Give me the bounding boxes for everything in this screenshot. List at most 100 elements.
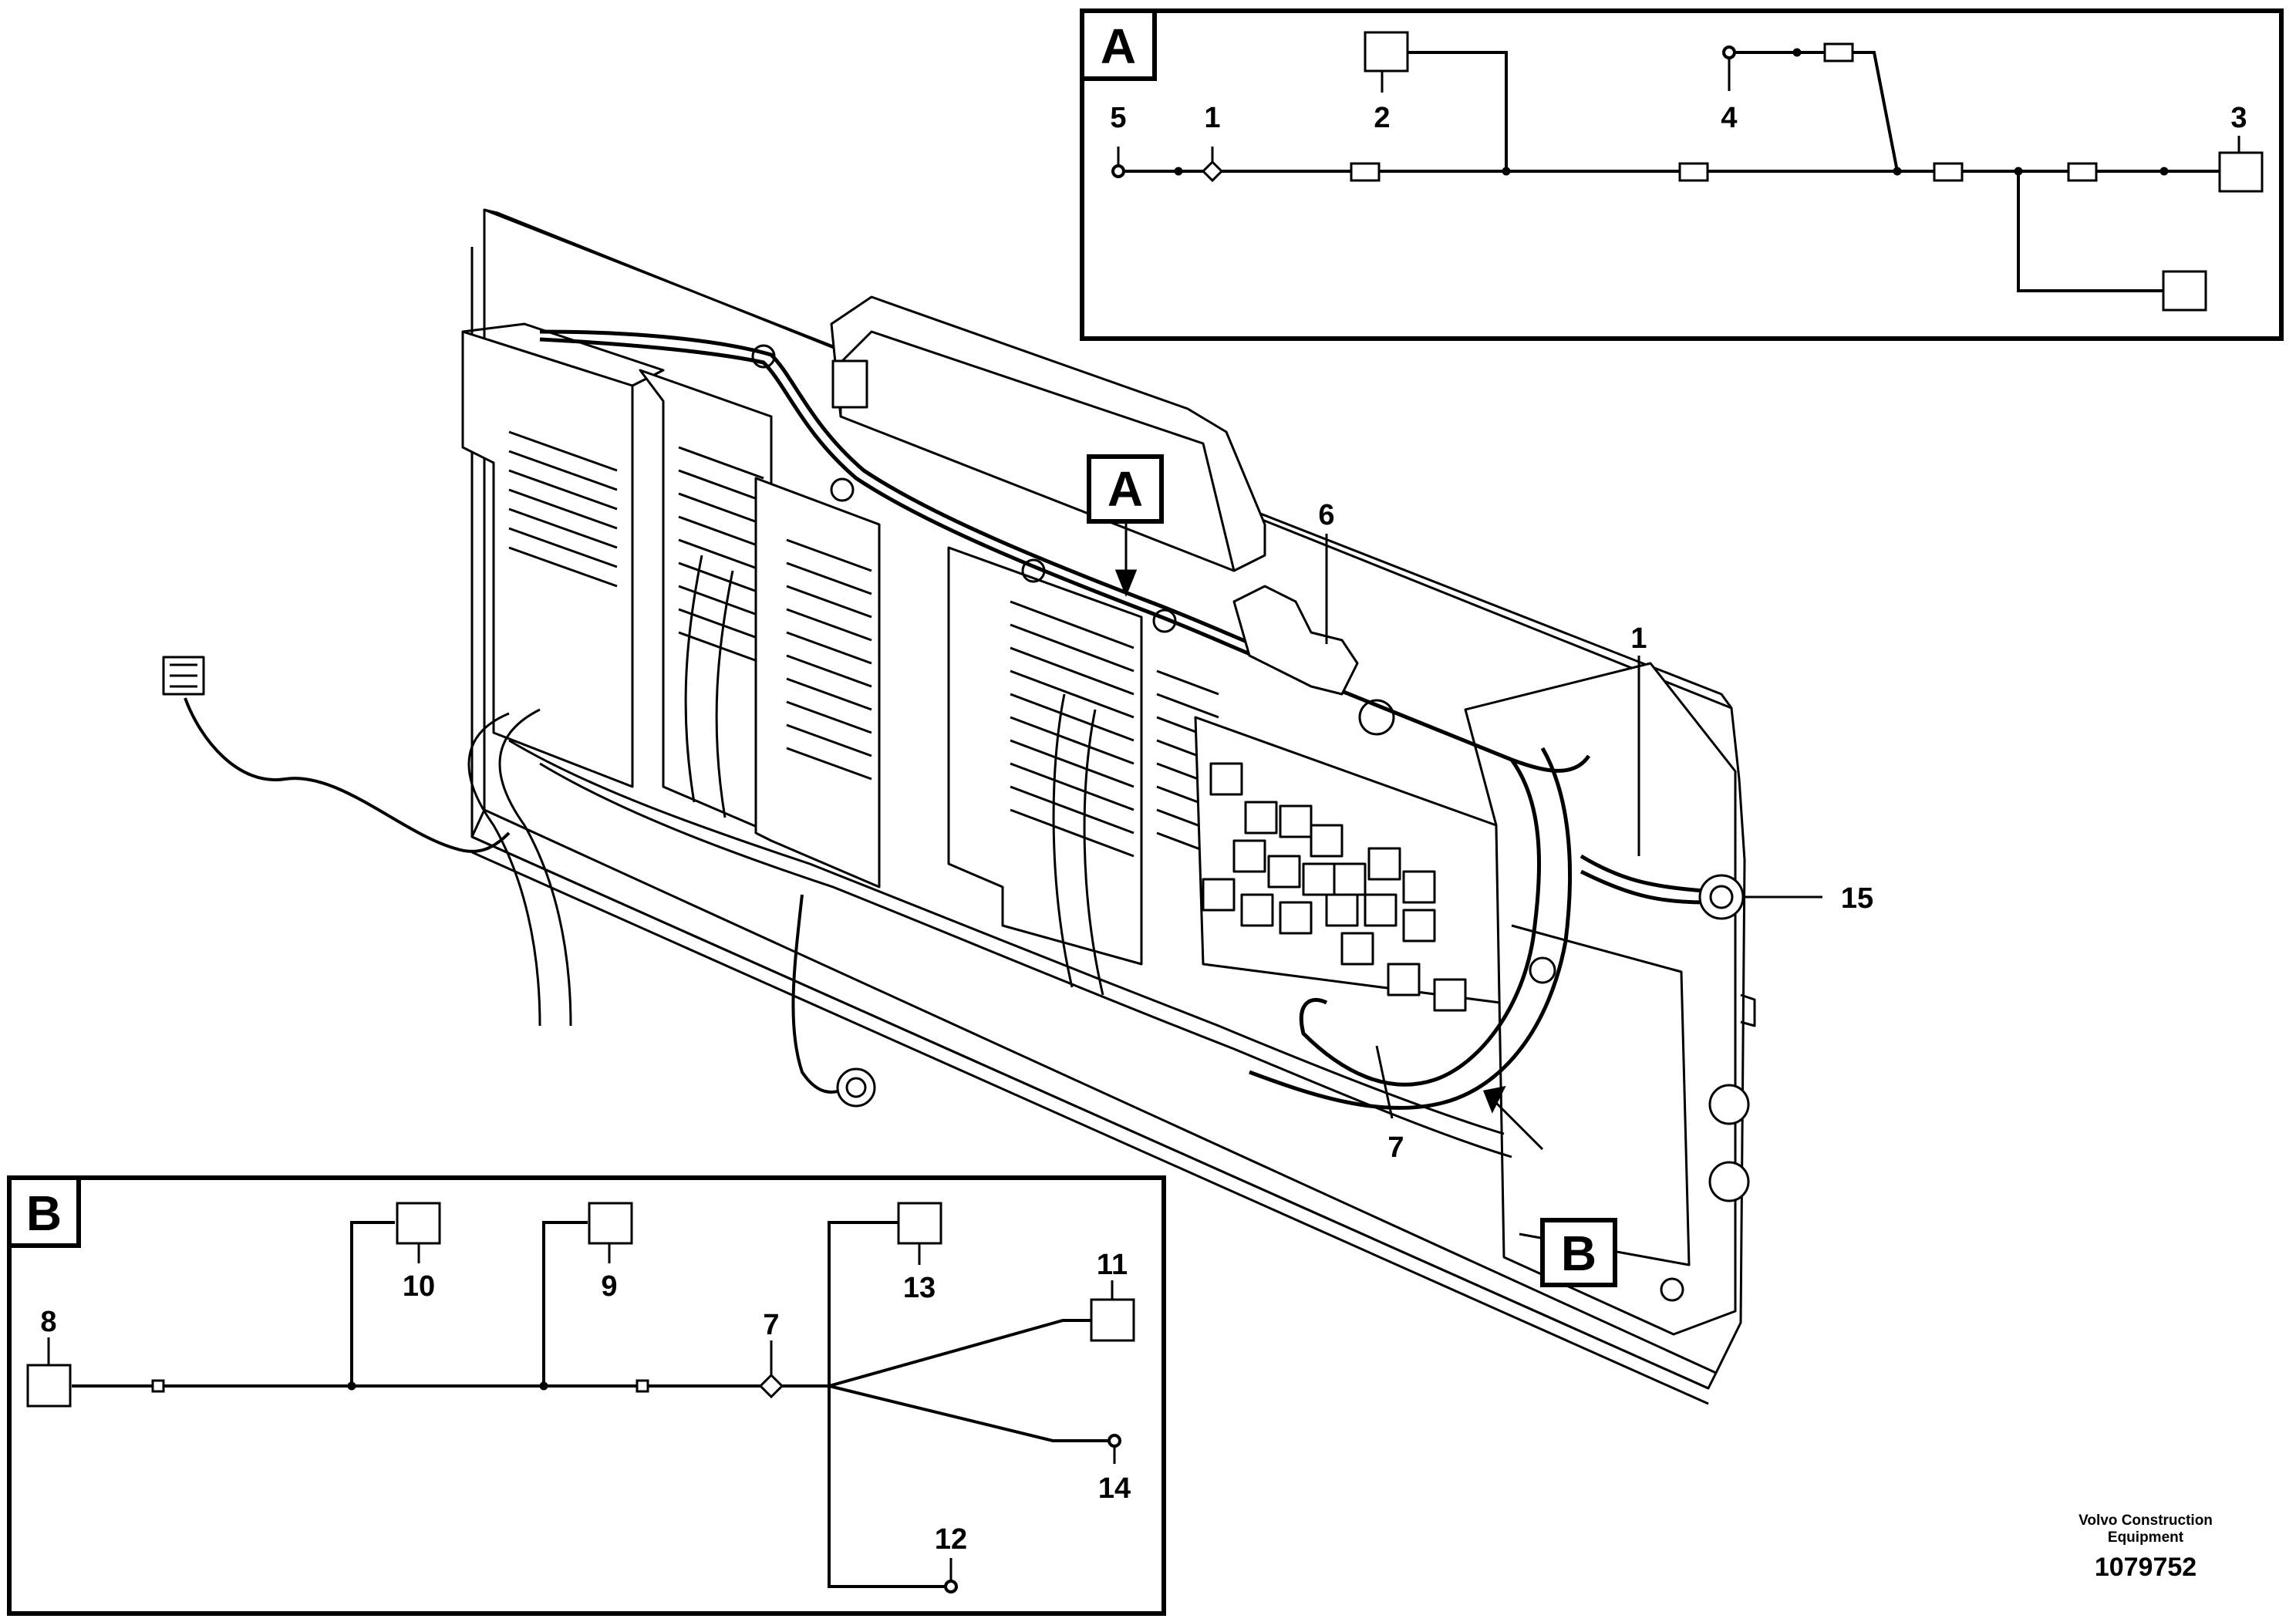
callout-b-10: 10 bbox=[403, 1270, 435, 1303]
detail-b-connector bbox=[636, 1379, 649, 1393]
panel-bottom-rail-2 bbox=[471, 851, 1709, 1405]
relay bbox=[1244, 801, 1278, 835]
detail-a-node bbox=[2159, 167, 2169, 176]
detail-a-connector bbox=[1678, 162, 1709, 182]
drawing-number: 1079752 bbox=[2095, 1553, 2197, 1582]
detail-a-node bbox=[1792, 48, 1802, 57]
detail-a-connector bbox=[1933, 162, 1964, 182]
detail-a-splice-1 bbox=[1201, 160, 1224, 183]
harness-b-route-2 bbox=[1249, 747, 1573, 1110]
pointer-b-line bbox=[1491, 1098, 1544, 1151]
right-side-box bbox=[1464, 662, 1737, 1336]
cab-electrical-panel-assembly bbox=[162, 208, 1756, 1405]
detail-a-connector bbox=[2067, 162, 2098, 182]
middle-module bbox=[754, 477, 881, 889]
detail-a-component-2 bbox=[1364, 31, 1409, 73]
right-module bbox=[947, 546, 1143, 966]
pointer-b-box bbox=[1540, 1218, 1617, 1287]
detail-a-frame bbox=[1080, 8, 2284, 341]
loose-cable-lower bbox=[791, 894, 849, 1094]
pointer-a-tag: A bbox=[1108, 461, 1143, 517]
relay bbox=[1279, 901, 1313, 935]
callout-a-1: 1 bbox=[1204, 102, 1220, 134]
panel-hole bbox=[1660, 1277, 1684, 1302]
detail-a-branch-down bbox=[2017, 171, 2163, 292]
detail-a-tag: A bbox=[1101, 19, 1136, 74]
harness-a-route bbox=[539, 337, 1591, 773]
relay bbox=[1340, 932, 1374, 966]
brand-line-2: Equipment bbox=[2108, 1529, 2184, 1546]
cable-clip bbox=[830, 477, 855, 502]
callout-b-14: 14 bbox=[1098, 1472, 1131, 1505]
vertical-harness bbox=[684, 555, 703, 803]
heat-sink-right bbox=[1010, 600, 1135, 858]
round-connector-lower bbox=[836, 1067, 876, 1108]
cable-clip bbox=[751, 344, 776, 369]
relay bbox=[1302, 862, 1336, 896]
detail-a-node bbox=[1174, 167, 1183, 176]
heat-sink-left bbox=[508, 430, 618, 588]
relay bbox=[1367, 847, 1401, 881]
detail-b-component-9 bbox=[588, 1202, 633, 1245]
callout-main-1: 1 bbox=[1630, 622, 1647, 655]
relay bbox=[1310, 824, 1344, 858]
relay bbox=[1209, 762, 1243, 796]
relay bbox=[1333, 862, 1367, 896]
detail-b-panel bbox=[7, 1175, 1166, 1616]
detail-b-component-13 bbox=[897, 1202, 942, 1245]
callout-b-11: 11 bbox=[1097, 1249, 1128, 1281]
detail-a-node bbox=[1893, 167, 1902, 176]
round-connector-15-inner bbox=[1709, 885, 1734, 909]
detail-b-frame bbox=[7, 1175, 1166, 1616]
harness-a-route-2 bbox=[539, 329, 1320, 673]
heat-sink-middle bbox=[786, 538, 872, 781]
detail-b-node bbox=[539, 1381, 548, 1391]
pointer-b-tag: B bbox=[1561, 1226, 1596, 1281]
round-connector-15 bbox=[1698, 874, 1745, 920]
cable-clip bbox=[1021, 558, 1046, 583]
detail-b-tag: B bbox=[26, 1185, 62, 1241]
loose-connector-pins bbox=[170, 663, 197, 688]
main-trunk-harness-2 bbox=[498, 708, 572, 1027]
rotary-knob bbox=[1708, 1084, 1750, 1125]
callout-a-4: 4 bbox=[1721, 102, 1737, 134]
detail-b-tag-box bbox=[7, 1175, 81, 1248]
detail-a-component-3 bbox=[2218, 151, 2264, 193]
pointer-a-box bbox=[1087, 454, 1164, 524]
detail-b-component-10 bbox=[396, 1202, 441, 1245]
callout-b-12: 12 bbox=[935, 1523, 967, 1556]
detail-b-terminal-14 bbox=[1108, 1434, 1121, 1448]
callout-a-3: 3 bbox=[2230, 102, 2247, 134]
vertical-harness-3 bbox=[1052, 693, 1074, 988]
relay bbox=[1279, 804, 1313, 838]
harness-b-to-15b bbox=[1580, 869, 1705, 905]
main-trunk-harness bbox=[467, 712, 541, 1027]
relay bbox=[1433, 978, 1467, 1012]
detail-a-panel bbox=[1080, 8, 2284, 341]
relay-group bbox=[1202, 762, 1467, 1012]
panel-bottom-rail bbox=[471, 835, 1718, 1390]
heat-sink-far-right bbox=[1156, 669, 1219, 858]
detail-a-connector bbox=[1350, 162, 1381, 182]
detail-a-terminal-5 bbox=[1111, 164, 1125, 178]
connector-cluster-6 bbox=[1232, 585, 1359, 696]
detail-b-component-8 bbox=[26, 1364, 72, 1408]
leader-7 bbox=[1375, 1045, 1394, 1119]
harness-b-wires bbox=[1249, 747, 1705, 1110]
harness-b-to-15 bbox=[1580, 854, 1705, 893]
relay bbox=[1364, 893, 1397, 927]
panel-left-edge-inner bbox=[470, 809, 486, 838]
relay bbox=[1387, 963, 1421, 996]
loose-cable-upper-left bbox=[184, 697, 511, 853]
detail-a-node bbox=[1502, 167, 1511, 176]
detail-a-branch-4 bbox=[1729, 51, 1899, 172]
harness-b-route bbox=[1299, 758, 1542, 1087]
harness-a-wires bbox=[539, 329, 1591, 773]
relay bbox=[1232, 839, 1266, 873]
callout-main-7: 7 bbox=[1387, 1131, 1404, 1164]
brand-line-1: Volvo Construction bbox=[2079, 1512, 2213, 1529]
relay bbox=[1325, 893, 1359, 927]
detail-b-branch-12 bbox=[828, 1386, 951, 1588]
detail-b-branch-11 bbox=[828, 1319, 1091, 1388]
